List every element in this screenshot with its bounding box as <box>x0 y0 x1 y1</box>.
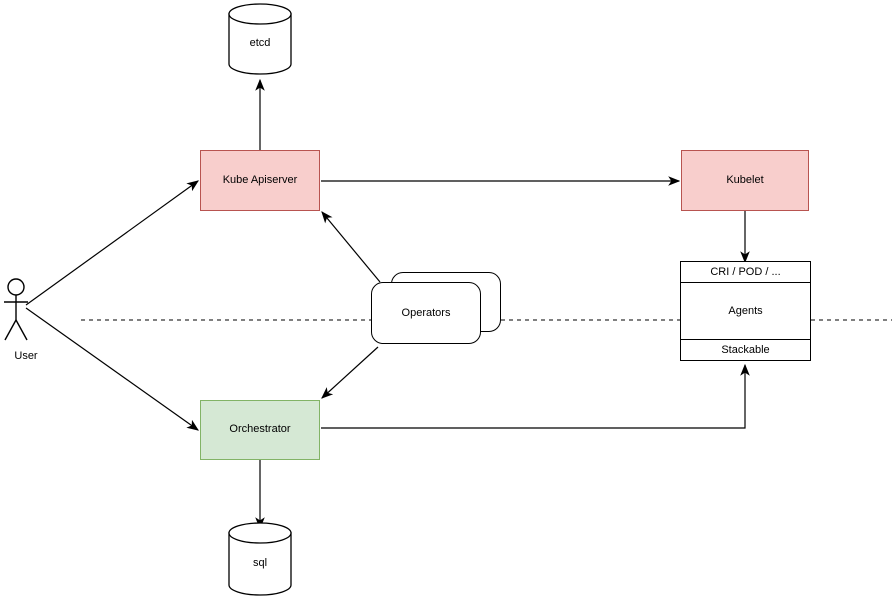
node-kube-apiserver-label: Kube Apiserver <box>222 173 298 186</box>
edge-orchestrator-to-stackable <box>321 363 750 429</box>
edge-user-to-orchestrator <box>25 307 199 431</box>
actor-user[interactable]: User <box>2 278 50 362</box>
edge-user-to-kube-apiserver <box>25 180 199 306</box>
actor-user-label: User <box>14 350 38 362</box>
datastore-etcd-label: etcd <box>249 37 271 49</box>
cylinder-icon <box>228 3 292 75</box>
datastore-sql[interactable]: sql <box>228 521 292 597</box>
agents-section-stackable[interactable]: Stackable <box>681 339 810 360</box>
datastore-etcd[interactable]: etcd <box>228 3 292 75</box>
edge-operators-to-orchestrator <box>321 346 379 399</box>
agents-section-agents[interactable]: Agents <box>728 305 763 317</box>
node-kubelet-label: Kubelet <box>726 173 764 186</box>
node-kube-apiserver[interactable]: Kube Apiserver <box>200 150 320 211</box>
node-agents[interactable]: CRI / POD / ... Agents Stackable <box>680 261 811 361</box>
node-orchestrator-label: Orchestrator <box>229 423 291 436</box>
operators-stack-front-card: Operators <box>371 282 481 344</box>
node-operators-label: Operators <box>401 307 451 319</box>
user-stick-figure-icon <box>4 278 28 341</box>
datastore-sql-label: sql <box>252 557 268 569</box>
cylinder-icon <box>228 522 292 596</box>
node-kubelet[interactable]: Kubelet <box>681 150 809 211</box>
node-operators[interactable]: Operators <box>371 272 501 344</box>
agents-section-cri-pod[interactable]: CRI / POD / ... <box>681 262 810 283</box>
node-orchestrator[interactable]: Orchestrator <box>200 400 320 460</box>
